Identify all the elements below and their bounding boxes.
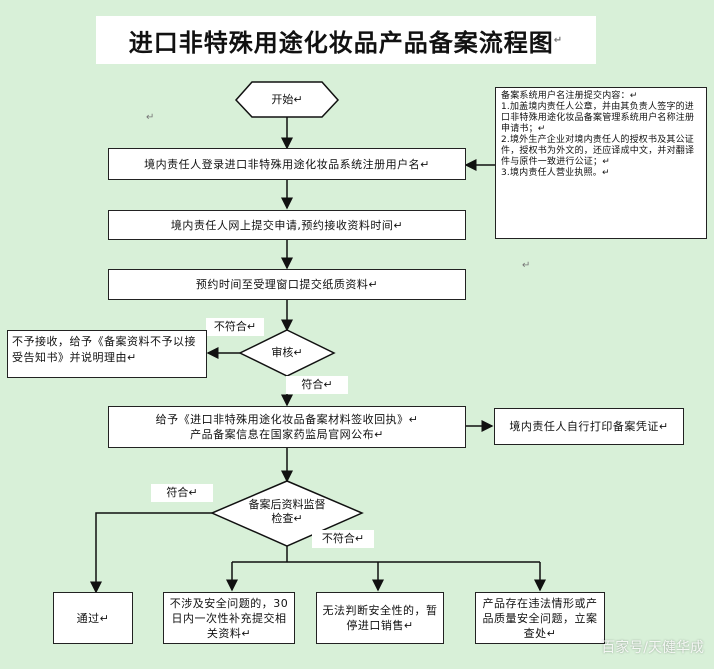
supervise-diamond xyxy=(210,480,364,547)
reject-notice-box: 不予接收，给予《备案资料不予以接受告知书》并说明理由↵ xyxy=(7,330,207,378)
start-node xyxy=(234,81,340,118)
title-text: 进口非特殊用途化妆品产品备案流程图 xyxy=(128,28,554,57)
notes-item-2: 2.境外生产企业对境内责任人的授权书及其公证件，授权书为外文的，还应译成中文，并… xyxy=(501,135,695,167)
outcome-pass-box: 通过↵ xyxy=(53,592,133,644)
stray-mark-1: ↵ xyxy=(146,112,155,123)
supervise-pass-label: 符合↵ xyxy=(151,484,213,502)
review-label: 审核↵ xyxy=(271,346,303,359)
step-register-username: 境内责任人登录进口非特殊用途化妆品系统注册用户名↵ xyxy=(108,148,466,180)
title-return-mark: ↵ xyxy=(553,34,564,46)
start-label: 开始↵ xyxy=(271,93,303,106)
notes-item-3: 3.境内责任人营业执照。↵ xyxy=(501,168,610,178)
registration-requirements-box: 备案系统用户名注册提交内容：↵ 1.加盖境内责任人公章，并由其负责人签字的进口非… xyxy=(495,87,707,239)
arrow-supervise-pass xyxy=(90,512,212,594)
outcome-investigate-box: 产品存在违法情形或产品质量安全问题，立案查处↵ xyxy=(475,592,605,644)
reject-condition-label: 不符合↵ xyxy=(206,318,264,336)
step-receipt-publish: 给予《进口非特殊用途化妆品备案材料签收回执》↵ 产品备案信息在国家药监局官网公布… xyxy=(108,406,466,448)
page-title: 进口非特殊用途化妆品产品备案流程图↵ xyxy=(96,16,596,64)
print-certificate-box: 境内责任人自行打印备案凭证↵ xyxy=(494,408,684,445)
outcome-suspend-box: 无法判断安全性的，暂停进口销售↵ xyxy=(316,592,444,644)
pass-condition-label: 符合↵ xyxy=(286,376,348,394)
notes-heading: 备案系统用户名注册提交内容：↵ xyxy=(501,91,638,101)
step-submit-paper: 预约时间至受理窗口提交纸质资料↵ xyxy=(108,269,466,300)
step-online-apply: 境内责任人网上提交申请,预约接收资料时间↵ xyxy=(108,210,466,240)
publish-line: 产品备案信息在国家药监局官网公布↵ xyxy=(190,428,384,441)
watermark: 百家号/天健华成 xyxy=(601,640,704,656)
stray-mark-2: ↵ xyxy=(522,260,531,271)
notes-item-1: 1.加盖境内责任人公章，并由其负责人签字的进口非特殊用途化妆品备案管理系统用户名… xyxy=(501,102,695,134)
supervise-fail-label: 不符合↵ xyxy=(312,530,374,548)
receipt-line: 给予《进口非特殊用途化妆品备案材料签收回执》↵ xyxy=(155,413,419,426)
supervise-label: 备案后资料监督检查↵ xyxy=(248,498,326,525)
outcome-supplement-box: 不涉及安全问题的，30日内一次性补充提交相关资料↵ xyxy=(163,592,295,644)
